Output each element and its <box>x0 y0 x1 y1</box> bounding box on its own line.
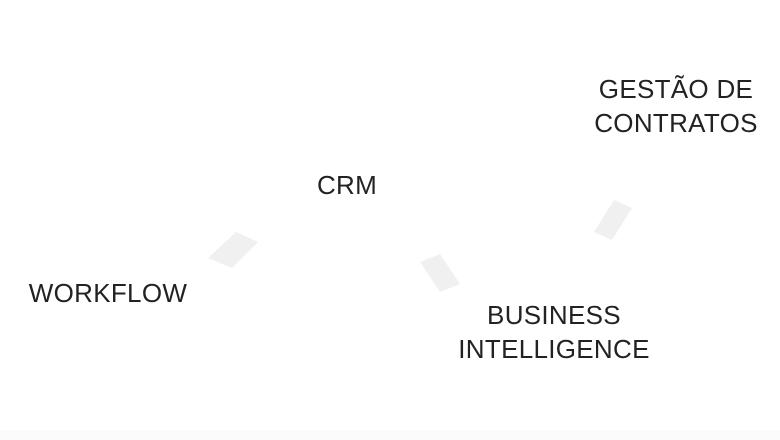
connector-crm-workflow <box>208 232 258 268</box>
node-gestao-line-2: CONTRATOS <box>594 108 758 138</box>
node-crm-label: CRM <box>316 170 378 200</box>
node-gestao-de-contratos: GESTÃO DE CONTRATOS <box>578 72 774 140</box>
node-business-intelligence: BUSINESS INTELLIGENCE <box>444 298 664 366</box>
connector-business-intelligence-gestao <box>594 200 632 240</box>
node-workflow-label: WORKFLOW <box>28 278 188 308</box>
node-crm: CRM <box>296 168 398 202</box>
node-gestao-line-1: GESTÃO DE <box>598 74 754 104</box>
connector-crm-business-intelligence <box>420 254 460 292</box>
node-bi-line-1: BUSINESS <box>487 300 621 330</box>
bottom-strip <box>0 430 780 440</box>
node-workflow: WORKFLOW <box>18 276 198 310</box>
node-bi-line-2: INTELLIGENCE <box>458 334 650 364</box>
